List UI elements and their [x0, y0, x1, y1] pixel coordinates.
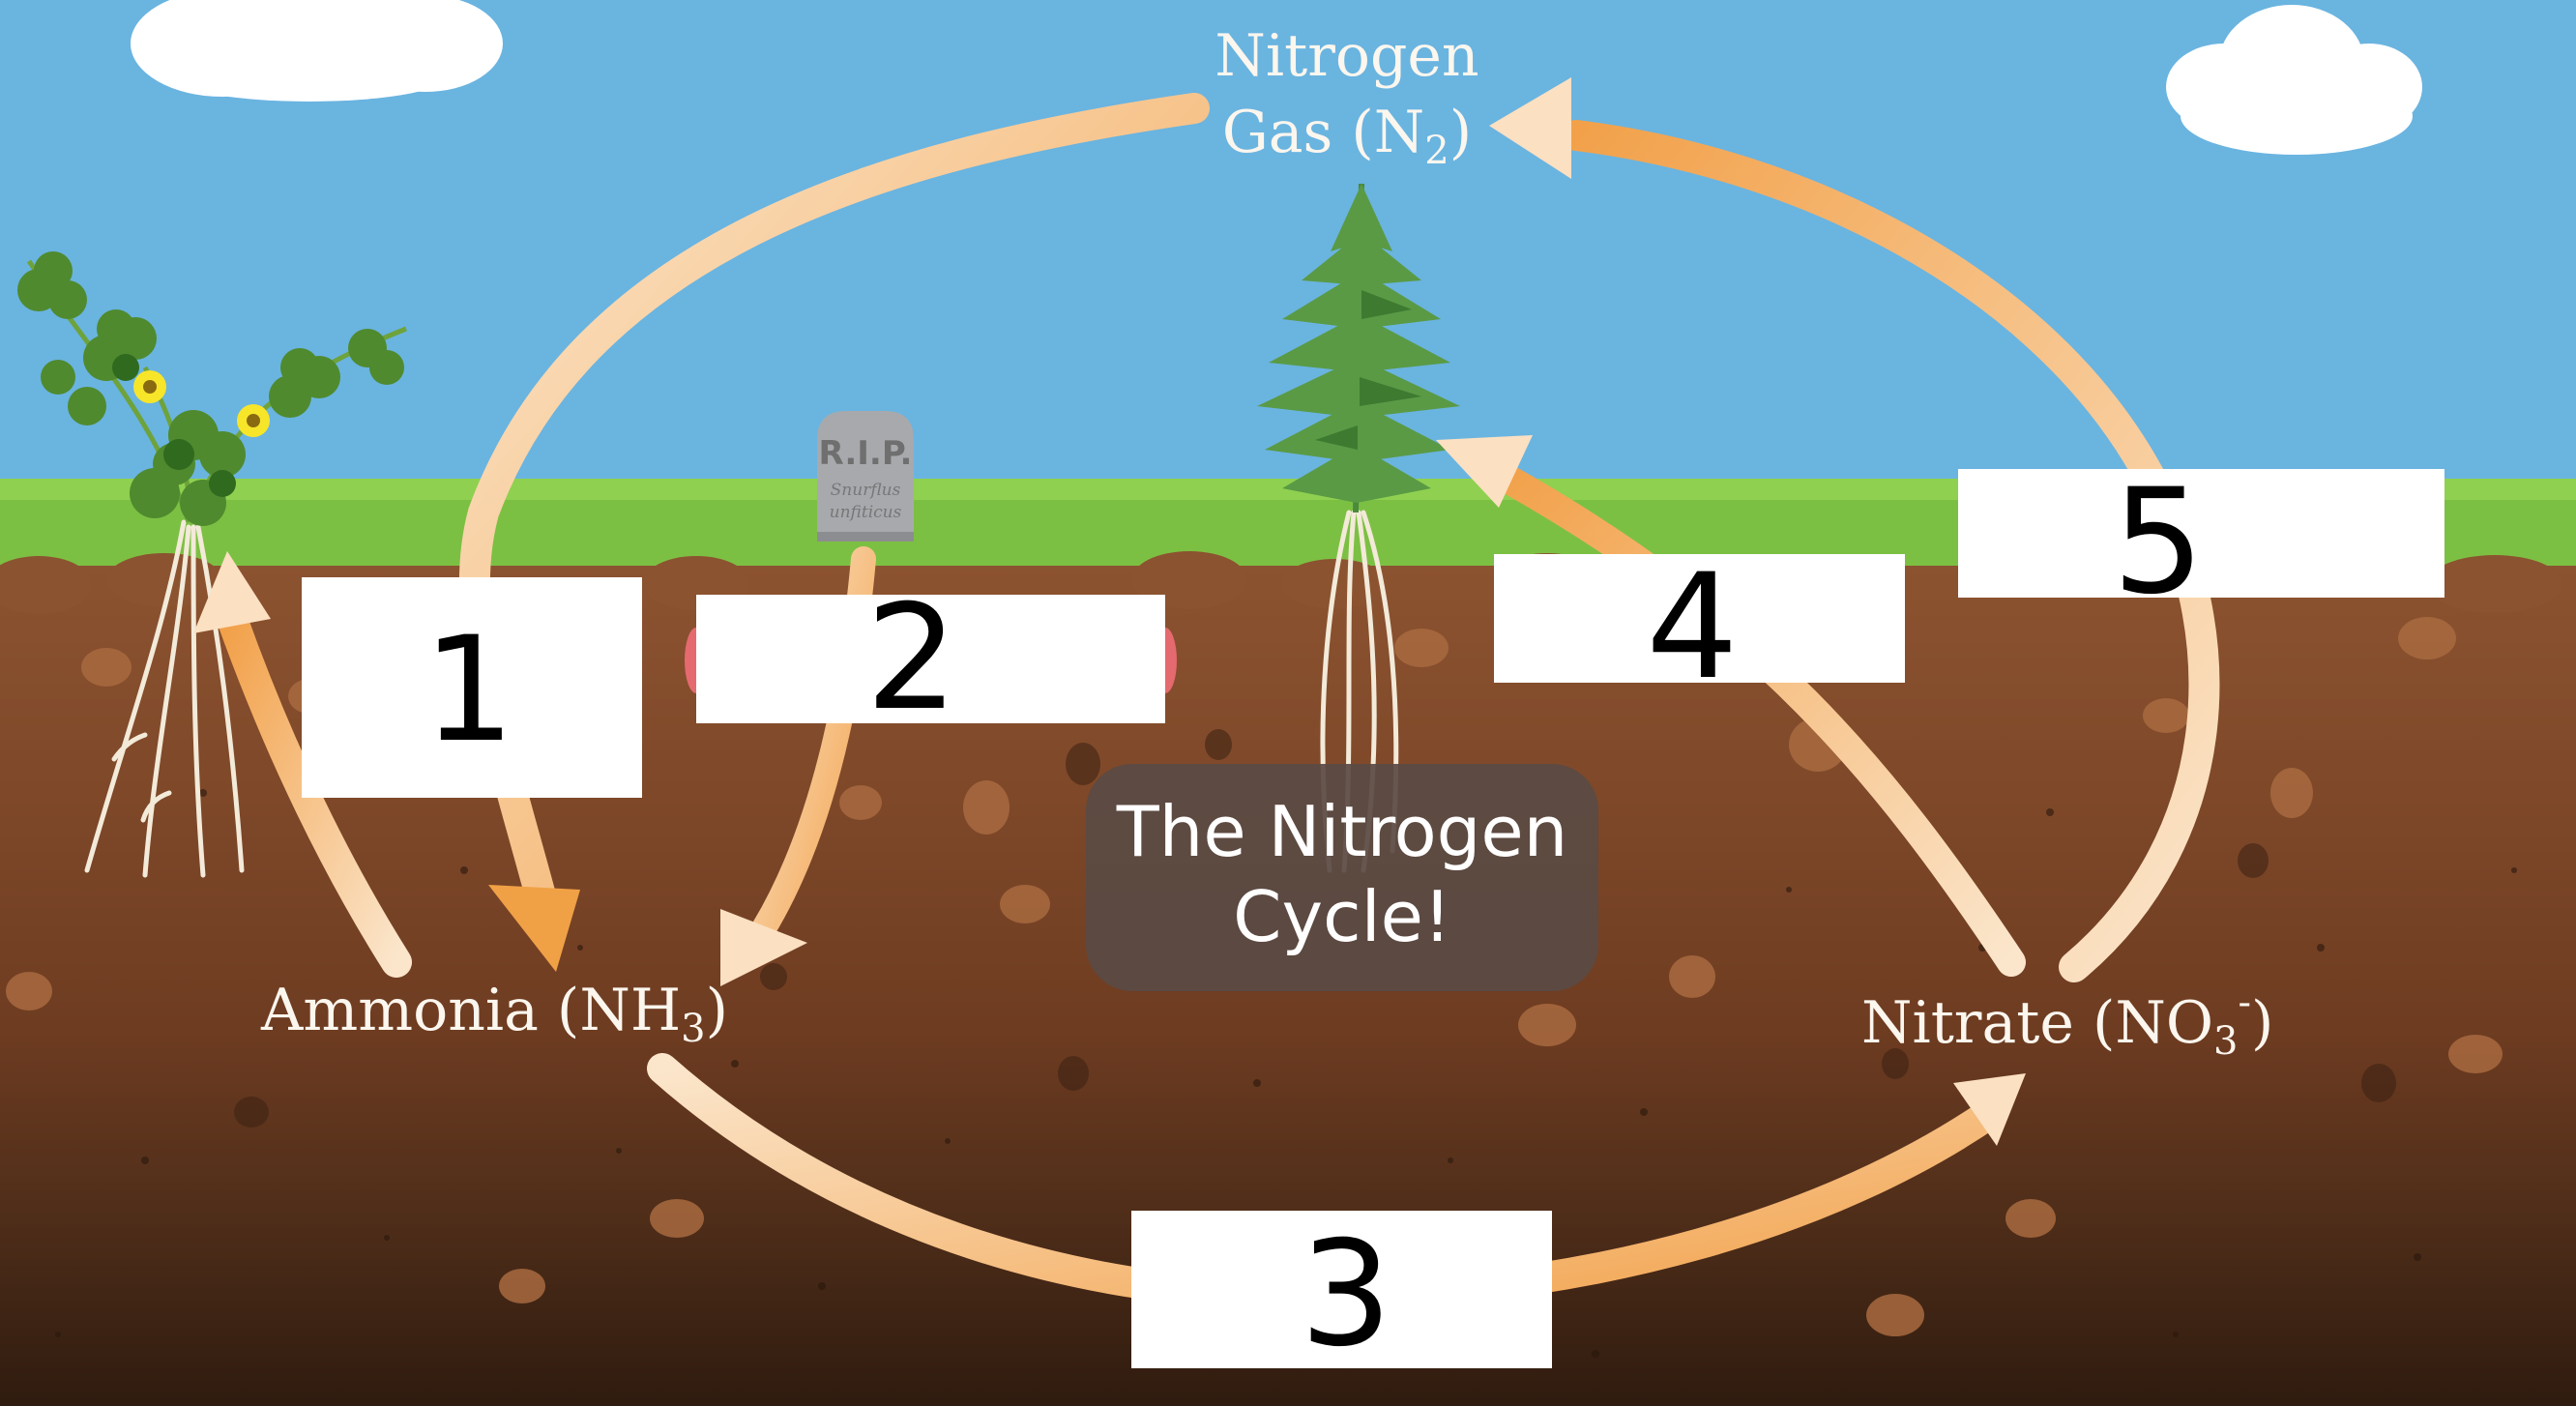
answer-box-number: 5 — [2112, 458, 2204, 627]
arrow-assimilation-roots — [217, 603, 412, 978]
answer-box-3[interactable]: 3 — [1131, 1211, 1552, 1379]
answer-box-number: 3 — [1300, 1211, 1391, 1379]
caption-line-2: Cycle! — [1233, 876, 1451, 957]
caption-bubble: The Nitrogen Cycle! — [1086, 764, 1598, 991]
answer-box-4[interactable]: 4 — [1494, 543, 1905, 712]
tombstone-icon: R.I.P. Snurflus unfiticus — [817, 411, 914, 542]
answer-box-2[interactable]: 2 — [696, 574, 1165, 743]
soil-dark-spots — [234, 729, 2396, 1128]
arrow-denitrification — [1561, 120, 2220, 982]
nitrate-superscript: - — [2239, 981, 2252, 1025]
cloud-icon — [131, 0, 503, 102]
answer-box-1[interactable]: 1 — [302, 577, 642, 798]
tombstone-title: R.I.P. — [819, 434, 913, 473]
ammonia-close: ) — [706, 977, 728, 1044]
cloud-icon — [2166, 5, 2422, 155]
nitrate-close: ) — [2251, 989, 2273, 1057]
tombstone-line-2: unfiticus — [830, 503, 902, 522]
nitrogen-gas-text: Gas (N — [1222, 99, 1424, 166]
tombstone-line-1: Snurflus — [831, 481, 901, 500]
answer-box-number: 2 — [865, 574, 957, 743]
nitrate-label: Nitrate (NO3-) — [1861, 981, 2273, 1064]
arrow-plant-uptake — [1484, 459, 2026, 977]
clover-plant-icon — [17, 251, 407, 878]
answer-box-number: 1 — [423, 606, 514, 775]
nitrate-subscript: 3 — [2213, 1019, 2238, 1064]
nitrogen-gas-close: ) — [1449, 99, 1472, 166]
fern-plant-icon — [1257, 183, 1460, 873]
ammonia-subscript: 3 — [681, 1007, 705, 1051]
nitrogen-gas-subscript: 2 — [1424, 129, 1449, 173]
answer-box-number: 4 — [1646, 543, 1738, 712]
nitrogen-gas-label-line1: Nitrogen — [1215, 22, 1478, 90]
nitrogen-gas-label-line2: Gas (N2) — [1222, 99, 1472, 173]
caption-line-1: The Nitrogen — [1116, 791, 1568, 872]
nitrate-text: Nitrate (NO — [1861, 989, 2213, 1057]
answer-box-5[interactable]: 5 — [1958, 458, 2444, 627]
ammonia-label: Ammonia (NH3) — [260, 977, 728, 1051]
ammonia-text: Ammonia (NH — [260, 977, 681, 1044]
